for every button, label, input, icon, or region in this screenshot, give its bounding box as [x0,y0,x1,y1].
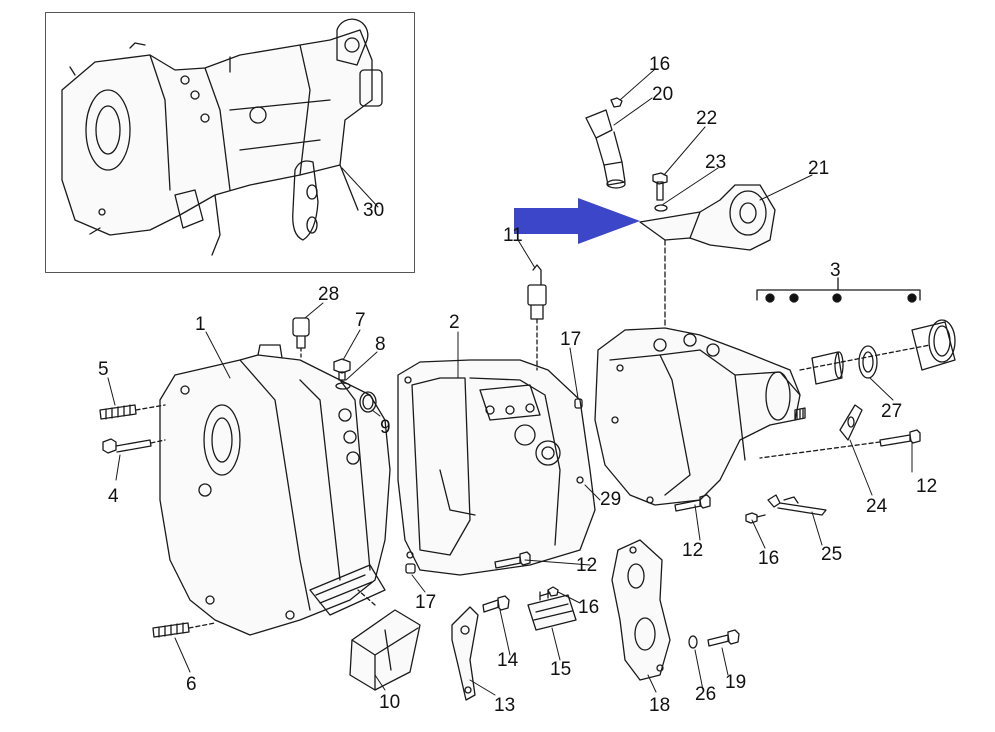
part-20-sensor [585,109,626,189]
callout-17-upper[interactable]: 17 [560,329,582,350]
callout-8[interactable]: 8 [375,334,386,355]
callout-6[interactable]: 6 [186,674,197,695]
callout-13[interactable]: 13 [494,695,516,716]
arrow-icon [514,198,640,244]
part-1-clutch-housing [159,344,391,636]
part-12-bolt-lower [674,494,711,512]
callout-16-top[interactable]: 16 [649,54,671,75]
part-27-bushing [811,351,844,385]
part-3-spring [794,407,806,421]
callout-24[interactable]: 24 [866,496,888,517]
part-19-bolt [707,629,740,647]
callout-19[interactable]: 19 [725,672,747,693]
callout-1[interactable]: 1 [195,314,206,335]
callout-11[interactable]: 11 [503,225,523,246]
part-8-washer [335,382,351,390]
callout-29[interactable]: 29 [600,489,622,510]
callout-5[interactable]: 5 [98,359,109,380]
callout-12-lower[interactable]: 12 [682,540,704,561]
part-18-gasket [611,539,671,681]
callout-16-low[interactable]: 16 [578,597,600,618]
callout-2[interactable]: 2 [449,312,460,333]
callout-9[interactable]: 9 [380,417,391,438]
leader-lines [107,69,913,696]
part-6-stud [152,622,216,638]
part-21-mount [639,184,776,251]
part-13-lever [451,606,479,701]
callout-25[interactable]: 25 [821,544,843,565]
callout-17-lower[interactable]: 17 [415,592,437,613]
part-26-washer [688,635,698,649]
part-27-seal [858,345,878,379]
part-4-bolt [102,438,166,454]
callout-28[interactable]: 28 [318,284,340,305]
part-14-bolt [482,595,510,613]
callout-3[interactable]: 3 [830,260,841,281]
callout-12-right[interactable]: 12 [916,476,938,497]
part-24-plate [839,404,863,441]
callout-15[interactable]: 15 [550,659,572,680]
part-15-connector [527,589,577,631]
part-17-dowel-lower [405,563,416,574]
callout-20[interactable]: 20 [652,84,674,105]
inset-assembled-gearbox [61,18,383,256]
part-5-stud [99,404,166,420]
callout-18[interactable]: 18 [649,695,671,716]
part-12-bolt-right [759,429,921,459]
part-16-bolt-mid [745,512,766,524]
part-2-intermediate-housing [397,359,596,576]
callout-10[interactable]: 10 [379,692,401,713]
callout-14[interactable]: 14 [497,650,519,671]
inset-frame [45,12,415,273]
callout-7[interactable]: 7 [355,310,366,331]
part-17-dowel-upper [574,398,583,409]
part-12-bolt-middle [494,551,531,569]
callout-27[interactable]: 27 [881,401,903,422]
part-16-bolt-low [539,586,559,597]
part-22-bolt [652,172,668,201]
part-3-rear-housing [594,239,801,506]
part-10-pad [349,589,421,691]
part-7-plug [333,358,351,381]
callout-4[interactable]: 4 [108,486,119,507]
callout-23[interactable]: 23 [705,152,727,173]
callout-21[interactable]: 21 [808,158,830,179]
callout-26[interactable]: 26 [695,684,717,705]
part-16-bolt-top [610,97,623,108]
part-28-switch [292,317,310,361]
part-23-washer [654,204,668,212]
callout-12-middle[interactable]: 12 [576,555,598,576]
callout-22[interactable]: 22 [696,108,718,129]
part-9-o-ring [359,391,377,413]
part-3-bearing-sleeve [911,319,956,371]
callout-30[interactable]: 30 [363,200,385,221]
part-11-sender [527,264,547,371]
callout-16-mid[interactable]: 16 [758,548,780,569]
part-25-pin [767,494,827,516]
